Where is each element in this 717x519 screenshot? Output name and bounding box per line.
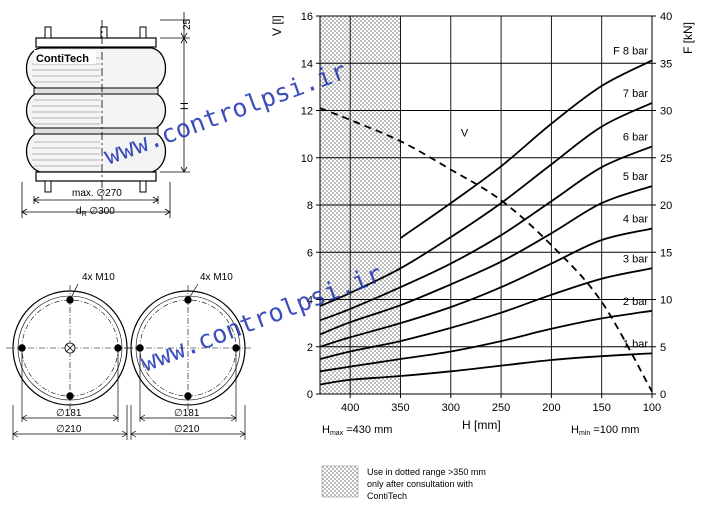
force-curve-label: 2 bar <box>623 296 648 308</box>
left-bolt-right <box>114 344 122 352</box>
left-bolt-left <box>18 344 26 352</box>
right-outer-dim: ∅210 <box>174 424 200 435</box>
x-tick-label: 100 <box>643 402 661 414</box>
y-axis-left-label: V [l] <box>270 15 284 36</box>
force-curve <box>319 145 653 322</box>
force-curve-label: 5 bar <box>623 171 648 183</box>
force-curve <box>319 309 653 373</box>
bottom-bolt-right <box>139 180 147 193</box>
y-left-tick-label: 16 <box>301 11 313 23</box>
note-line-1: Use in dotted range >350 mm <box>367 467 486 477</box>
force-curve-label: 3 bar <box>623 253 648 265</box>
force-curve-label: 7 bar <box>623 88 648 100</box>
y-right-tick-label: 20 <box>660 200 672 212</box>
top-bolt-right <box>139 26 147 39</box>
force-curve-label: 1 bar <box>623 338 648 350</box>
y-right-tick-label: 30 <box>660 106 672 118</box>
left-bolt-bottom <box>66 392 74 400</box>
force-curve <box>319 267 653 360</box>
y-left-tick-label: 4 <box>307 295 313 307</box>
volume-curve-label: V <box>461 127 469 139</box>
note-line-3: ContiTech <box>367 491 407 501</box>
height-dimensions <box>160 12 190 173</box>
force-curve-label: F 8 bar <box>613 45 648 57</box>
right-bolt-label: 4x M10 <box>200 272 233 283</box>
width-dimensions <box>21 182 171 218</box>
force-curve-label: 6 bar <box>623 131 648 143</box>
force-curve <box>319 102 653 307</box>
dim-max-label: max. ∅270 <box>72 188 122 199</box>
x-tick-label: 300 <box>442 402 460 414</box>
x-tick-label: 350 <box>391 402 409 414</box>
left-outer-dim: ∅210 <box>56 424 82 435</box>
y-right-tick-label: 15 <box>660 247 672 259</box>
right-bolt-bottom <box>184 392 192 400</box>
dim-height-label: H <box>179 102 191 110</box>
brand-badge <box>34 50 96 64</box>
chart-series <box>319 59 653 393</box>
air-spring-side-view <box>21 12 190 218</box>
force-curve <box>399 59 653 239</box>
y-right-tick-label: 0 <box>660 389 666 401</box>
y-left-tick-label: 10 <box>301 153 313 165</box>
bottom-plate <box>35 171 157 182</box>
x-tick-label: 150 <box>593 402 611 414</box>
right-bolt-right <box>232 344 240 352</box>
force-curve <box>319 185 653 336</box>
brand-label: ContiTech <box>36 53 89 65</box>
top-bolt-left <box>44 26 52 39</box>
girdle-ring-1 <box>33 87 159 95</box>
dotted-swatch <box>321 465 359 498</box>
y-left-tick-label: 2 <box>307 342 313 354</box>
y-right-tick-label: 35 <box>660 58 672 70</box>
y-right-tick-label: 25 <box>660 153 672 165</box>
chart-series-labels: F 8 bar 7 bar 6 bar 5 bar 4 bar 3 bar 2 bar 1 b… <box>461 45 648 350</box>
right-plate-view <box>124 283 252 440</box>
y-left-tick-label: 14 <box>301 58 313 70</box>
dotted-range-note: Use in dotted range >350 mm only after c… <box>321 465 486 501</box>
x-axis-label: H [mm] <box>462 418 501 432</box>
dim-dr-label: dR ∅300 <box>76 206 115 218</box>
right-bolt-left <box>136 344 144 352</box>
y-right-tick-label: 10 <box>660 295 672 307</box>
force-curve <box>319 227 653 348</box>
y-right-tick-label: 40 <box>660 11 672 23</box>
force-curve-label: 4 bar <box>623 214 648 226</box>
y-left-tick-label: 8 <box>307 200 313 212</box>
right-inner-dim: ∅181 <box>174 408 200 419</box>
volume-curve <box>319 107 653 393</box>
bottom-bolt-left <box>44 180 52 193</box>
y-axis-right-label: F [kN] <box>681 22 695 54</box>
y-left-tick-label: 0 <box>307 389 313 401</box>
x-tick-label: 250 <box>492 402 510 414</box>
note-line-2: only after consultation with <box>367 479 473 489</box>
top-bolt-mid <box>100 26 108 39</box>
top-plate <box>35 37 157 48</box>
y-left-tick-label: 12 <box>301 106 313 118</box>
girdle-ring-2 <box>33 127 159 135</box>
x-tick-label: 200 <box>542 402 560 414</box>
h-min-label: Hmin =100 mm <box>571 424 639 437</box>
force-curve <box>319 352 653 386</box>
bellows-convolution-2 <box>26 91 166 131</box>
x-tick-label: 400 <box>341 402 359 414</box>
dim-top-label: 25 <box>182 18 193 30</box>
y-right-tick-label: 5 <box>660 342 666 354</box>
y-left-tick-label: 6 <box>307 247 313 259</box>
left-bolt-label: 4x M10 <box>82 272 115 283</box>
h-max-label: Hmax =430 mm <box>322 424 392 437</box>
left-inner-dim: ∅181 <box>56 408 82 419</box>
